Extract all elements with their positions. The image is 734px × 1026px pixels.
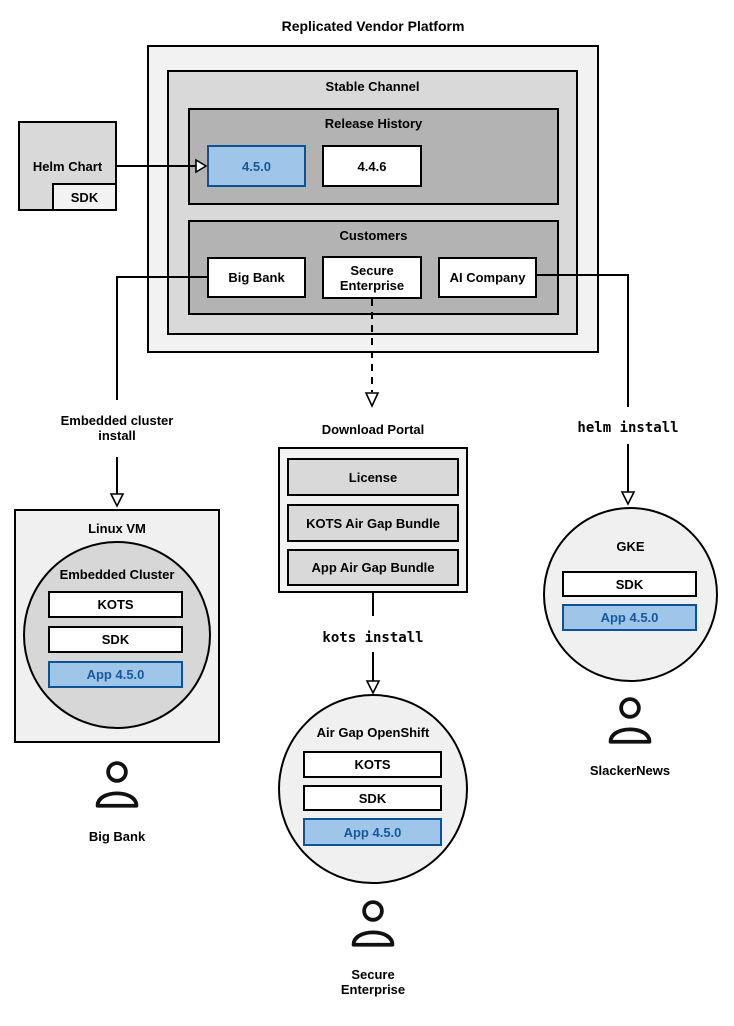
- embedded-install-arrowhead: [109, 493, 125, 508]
- release-history-title: Release History: [324, 116, 423, 131]
- release-4-4-6-box: 4.4.6: [322, 145, 422, 187]
- slackernews-user-label: SlackerNews: [589, 763, 671, 778]
- kots-air-gap-bundle-box: KOTS Air Gap Bundle: [287, 504, 459, 542]
- helm-chart-label: Helm Chart: [32, 159, 103, 174]
- gke-app-box: App 4.5.0: [562, 604, 697, 631]
- customers-title: Customers: [339, 228, 408, 243]
- linux-kots-box: KOTS: [48, 591, 183, 618]
- openshift-sdk-box: SDK: [303, 785, 442, 811]
- kots-install-label: kots install: [322, 630, 424, 646]
- helm-install-label: helm install: [577, 420, 679, 436]
- big-bank-user-label: Big Bank: [88, 829, 146, 844]
- openshift-kots-box: KOTS: [303, 751, 442, 778]
- embedded-cluster-install-label: Embedded cluster install: [60, 413, 174, 443]
- diagram-title: Replicated Vendor Platform: [281, 18, 465, 34]
- linux-vm-title: Linux VM: [88, 521, 146, 536]
- embedded-cluster-title: Embedded Cluster: [59, 567, 175, 582]
- gke-sdk-box: SDK: [562, 571, 697, 597]
- stable-channel-title: Stable Channel: [325, 79, 420, 94]
- gke-title: GKE: [616, 539, 645, 554]
- air-gap-openshift-title: Air Gap OpenShift: [316, 725, 430, 740]
- secure-enterprise-user-label: Secure Enterprise: [340, 967, 406, 997]
- app-air-gap-bundle-box: App Air Gap Bundle: [287, 549, 459, 586]
- openshift-app-box: App 4.5.0: [303, 818, 442, 846]
- helm-sdk-box: SDK: [52, 183, 117, 211]
- customer-ai-company-box: AI Company: [438, 257, 537, 298]
- linux-sdk-box: SDK: [48, 626, 183, 653]
- secure-to-portal-arrowhead: [364, 392, 380, 408]
- big-bank-user-icon: [90, 760, 144, 816]
- slackernews-user-icon: [603, 696, 657, 752]
- linux-app-box: App 4.5.0: [48, 661, 183, 688]
- helm-install-arrowhead: [620, 491, 636, 506]
- download-portal-title: Download Portal: [321, 422, 425, 437]
- customer-big-bank-box: Big Bank: [207, 257, 306, 298]
- secure-enterprise-user-icon: [346, 899, 400, 955]
- release-4-5-0-box: 4.5.0: [207, 145, 306, 187]
- license-box: License: [287, 458, 459, 496]
- kots-install-arrowhead: [365, 680, 381, 695]
- customer-secure-enterprise-box: Secure Enterprise: [322, 256, 422, 299]
